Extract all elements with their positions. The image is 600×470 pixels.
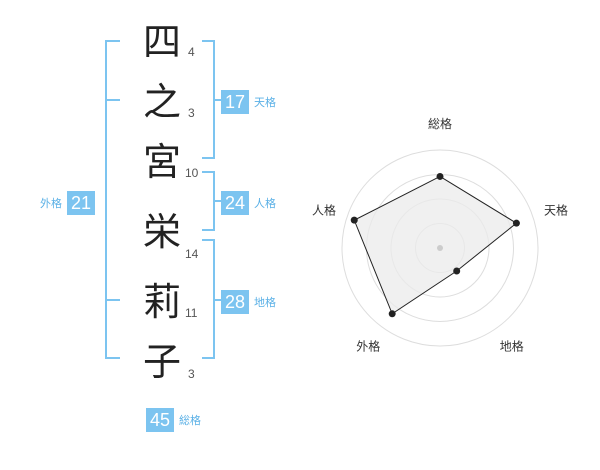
radar-axis-label-1: 総格: [428, 116, 452, 131]
gaikaku-badge: 外格 21: [40, 191, 95, 215]
radar-point-1: [436, 172, 444, 180]
stroke-count-3: 10: [185, 166, 199, 180]
radar-point-3: [453, 267, 461, 275]
stroke-count-1: 4: [188, 45, 195, 59]
name-char-2: 之: [142, 80, 181, 124]
gaikaku-bracket: [105, 40, 120, 359]
radar-point-5: [350, 216, 358, 224]
gaikaku-value: 21: [67, 191, 95, 215]
jinkaku-value: 24: [221, 191, 249, 215]
soukaku-badge: 45 総格: [146, 408, 201, 432]
radar-center-dot: [437, 245, 443, 251]
jinkaku-badge: 24 人格: [221, 191, 276, 215]
radar-point-2: [512, 219, 520, 227]
name-char-6: 子: [142, 340, 181, 384]
name-char-4: 栄: [142, 210, 181, 254]
tenkaku-badge: 17 天格: [221, 90, 276, 114]
stroke-count-5: 11: [185, 306, 198, 320]
name-char-3: 宮: [142, 140, 181, 184]
name-char-5: 莉: [142, 280, 181, 324]
radar-axis-label-5: 人格: [312, 202, 336, 217]
tenkaku-value: 17: [221, 90, 249, 114]
radar-ring: [341, 149, 539, 347]
gaikaku-label: 外格: [40, 197, 62, 210]
stroke-count-6: 3: [188, 367, 195, 381]
stroke-count-2: 3: [188, 106, 195, 120]
chikaku-badge: 28 地格: [221, 290, 276, 314]
stroke-count-4: 14: [185, 247, 199, 261]
radar-axis-label-2: 天格: [544, 202, 568, 217]
name-char-1: 四: [142, 20, 181, 64]
soukaku-label: 総格: [179, 414, 201, 427]
radar-point-4: [388, 310, 396, 318]
radar-polygon: [353, 175, 518, 315]
chikaku-label: 地格: [254, 296, 276, 309]
jinkaku-label: 人格: [254, 197, 276, 210]
radar-axis-label-4: 外格: [356, 339, 380, 354]
soukaku-value: 45: [146, 408, 174, 432]
radar-axis-label-3: 地格: [500, 339, 524, 354]
chikaku-value: 28: [221, 290, 249, 314]
tenkaku-label: 天格: [254, 96, 276, 109]
